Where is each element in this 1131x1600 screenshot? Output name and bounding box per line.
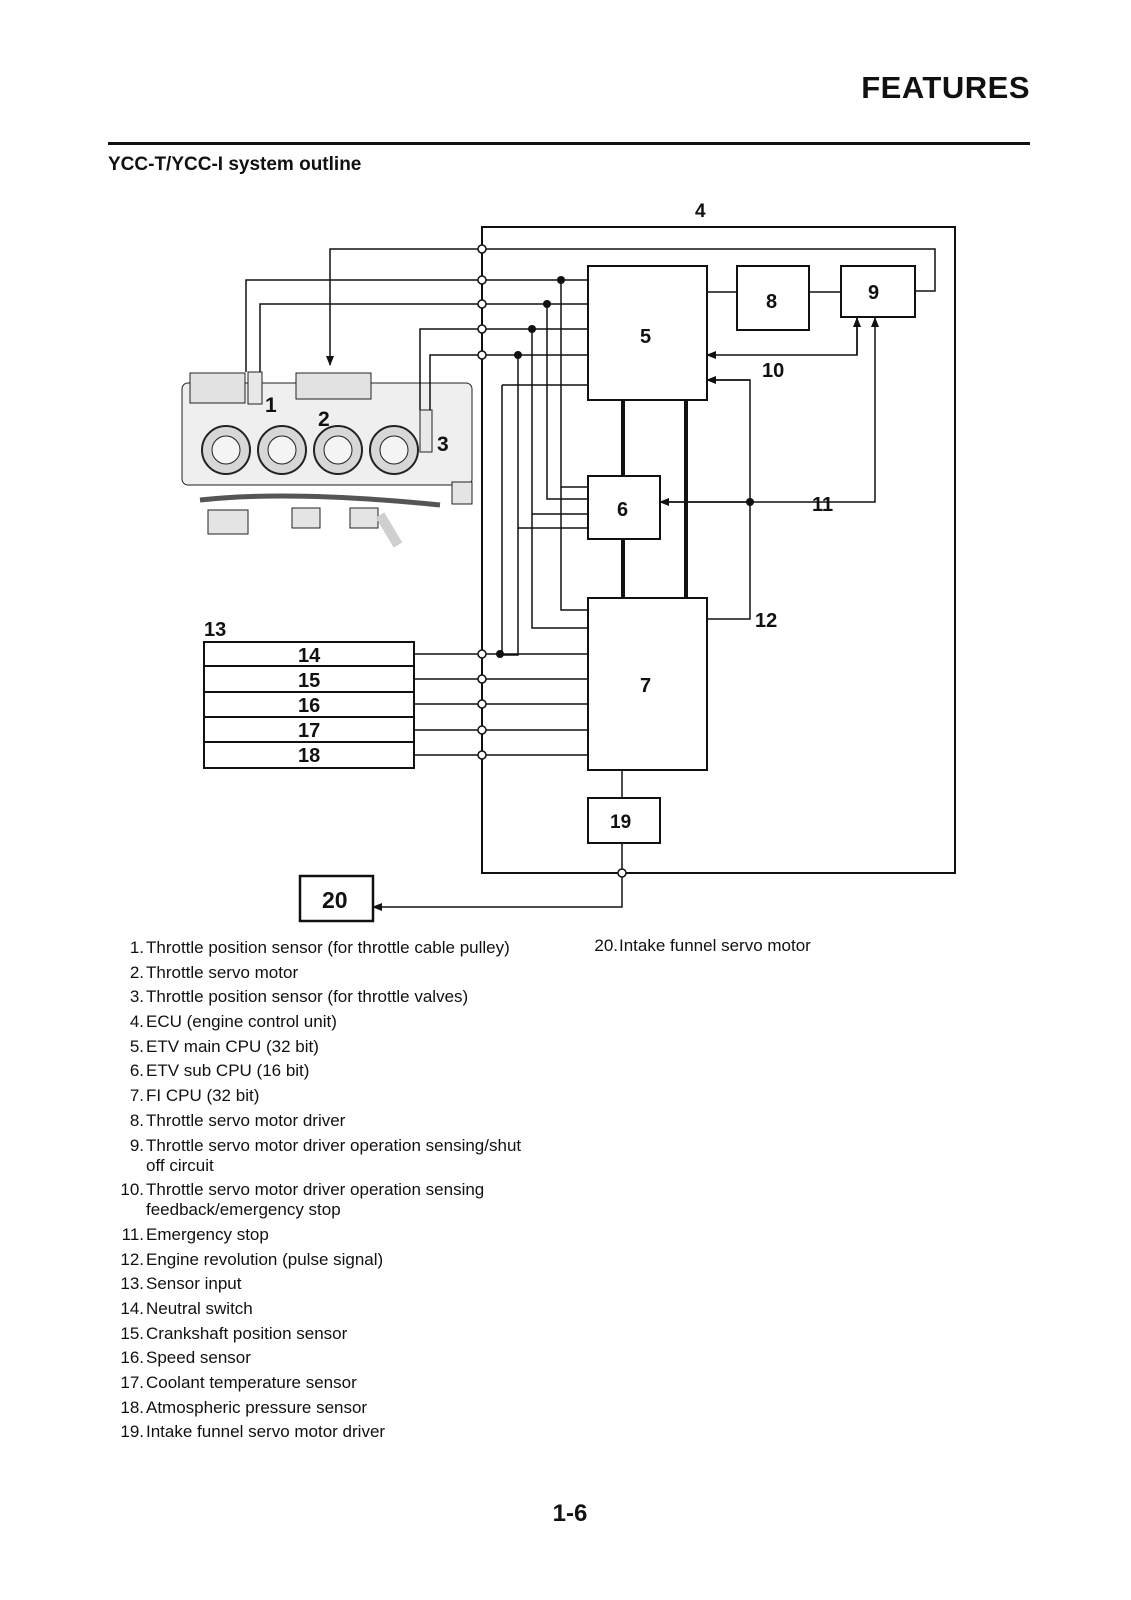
page-header-title: FEATURES xyxy=(861,70,1030,105)
label-13: 13 xyxy=(204,619,226,641)
legend-item: 6.ETV sub CPU (16 bit) xyxy=(129,1061,310,1081)
label-14: 14 xyxy=(298,645,321,667)
label-11: 11 xyxy=(812,494,833,516)
label-20: 20 xyxy=(322,887,348,913)
section-title: YCC-T/YCC-I system outline xyxy=(108,154,362,175)
legend-item: 15.Crankshaft position sensor xyxy=(120,1323,348,1343)
throttle-body-illustration xyxy=(181,371,473,548)
label-1: 1 xyxy=(265,394,277,417)
label-4: 4 xyxy=(695,201,706,222)
block-19-funnel-driver xyxy=(587,797,661,844)
legend-item: 20.Intake funnel servo motor xyxy=(594,936,811,955)
label-18: 18 xyxy=(298,745,320,767)
label-16: 16 xyxy=(298,695,320,717)
legend-item: 5.ETV main CPU (32 bit) xyxy=(129,1036,319,1056)
legend-item: 16.Speed sensor xyxy=(120,1348,251,1368)
label-6: 6 xyxy=(617,499,628,521)
label-8: 8 xyxy=(766,291,777,313)
label-12: 12 xyxy=(755,610,777,632)
label-5: 5 xyxy=(640,326,651,348)
block-7-fi-cpu xyxy=(587,597,708,771)
label-15: 15 xyxy=(298,670,320,692)
legend-item: 3.Throttle position sensor (for throttle… xyxy=(129,987,469,1007)
label-3: 3 xyxy=(437,433,449,456)
page-number: 1-6 xyxy=(552,1500,588,1527)
legend-item: 1.Throttle position sensor (for throttle… xyxy=(129,938,510,957)
label-2: 2 xyxy=(318,408,330,431)
legend-item: 9.Throttle servo motor driver operation … xyxy=(129,1135,522,1175)
label-7: 7 xyxy=(640,675,651,697)
legend-item: 7.FI CPU (32 bit) xyxy=(129,1086,260,1106)
legend-item: 10.Throttle servo motor driver operation… xyxy=(120,1180,485,1220)
legend-item: 2.Throttle servo motor xyxy=(129,962,299,982)
ecu-frame xyxy=(481,226,956,874)
legend-item: 11.Emergency stop xyxy=(121,1224,269,1244)
legend-list: 1.Throttle position sensor (for throttle… xyxy=(118,938,528,1447)
block-13-sensor-input xyxy=(203,641,415,769)
header-divider xyxy=(108,142,1030,145)
block-5-etv-main-cpu xyxy=(587,265,708,401)
legend-item: 14.Neutral switch xyxy=(120,1298,253,1318)
label-10: 10 xyxy=(762,360,784,382)
legend-list-right: 20.Intake funnel servo motor xyxy=(592,936,892,961)
legend-item: 12.Engine revolution (pulse signal) xyxy=(120,1249,384,1269)
legend-item: 13.Sensor input xyxy=(120,1274,242,1294)
legend-item: 4.ECU (engine control unit) xyxy=(129,1012,337,1032)
label-17: 17 xyxy=(298,720,320,742)
block-6-etv-sub-cpu xyxy=(587,475,661,540)
legend-item: 8.Throttle servo motor driver xyxy=(129,1110,346,1130)
block-20-funnel-motor xyxy=(298,874,375,923)
label-9: 9 xyxy=(868,282,879,304)
label-19: 19 xyxy=(610,812,631,833)
legend-item: 19.Intake funnel servo motor driver xyxy=(120,1422,386,1442)
legend-item: 18.Atmospheric pressure sensor xyxy=(120,1397,368,1417)
system-outline-diagram: 1 2 3 4 5 6 7 8 9 10 11 12 13 14 15 16 1… xyxy=(181,201,956,923)
block-8-servo-driver xyxy=(736,265,810,331)
legend-item: 17.Coolant temperature sensor xyxy=(120,1373,357,1392)
block-9-sensing-circuit xyxy=(840,265,916,318)
